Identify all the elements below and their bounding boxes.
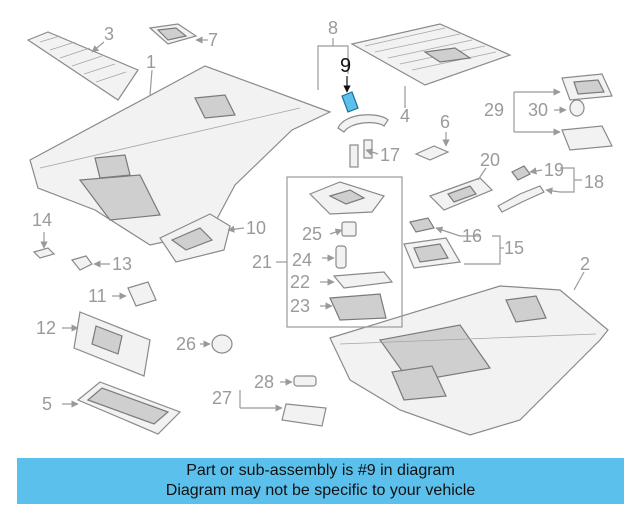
part-1-headliner — [29, 65, 332, 246]
callout-17: 17 — [380, 145, 400, 165]
part-29-lamp-assembly — [561, 73, 613, 151]
callout-29: 29 — [484, 100, 504, 120]
callout-30: 30 — [528, 100, 548, 120]
parts-diagram: 3 7 1 8 9 17 4 — [26, 18, 613, 436]
part-25-switch — [341, 221, 357, 237]
callout-13: 13 — [112, 254, 132, 274]
part-21-group-box — [286, 176, 403, 328]
callout-8: 8 — [328, 18, 338, 38]
part-16-lamp — [403, 217, 461, 269]
part-23-cover — [329, 293, 387, 321]
part-11-holder — [127, 281, 157, 307]
callout-20: 20 — [480, 150, 500, 170]
callout-5: 5 — [42, 394, 52, 414]
callout-18: 18 — [584, 172, 604, 192]
part-2-headliner — [329, 285, 609, 436]
part-24-bulb — [335, 245, 347, 269]
callout-11: 11 — [88, 286, 107, 306]
part-6-lens — [414, 145, 450, 161]
part-28-bulb — [293, 375, 317, 387]
callout-12: 12 — [36, 318, 56, 338]
part-19-connector — [497, 165, 545, 213]
part-7-trim — [148, 23, 198, 45]
callout-9: 9 — [340, 55, 351, 77]
part-12-sun-visor — [73, 311, 151, 377]
callout-27: 27 — [212, 388, 232, 408]
callout-14: 14 — [32, 210, 52, 230]
part-13-clip — [70, 255, 93, 271]
callout-26: 26 — [176, 334, 196, 354]
part-20-lamp-housing — [428, 177, 494, 211]
banner-line-1: Part or sub-assembly is #9 in diagram — [186, 462, 455, 479]
part-5-mirror — [76, 381, 182, 435]
callout-28: 28 — [254, 372, 274, 392]
part-14-clip — [32, 247, 56, 259]
part-3-panel — [26, 31, 139, 101]
callout-22: 22 — [290, 272, 310, 292]
callout-7: 7 — [208, 30, 218, 50]
part-4-roof-panel — [350, 23, 512, 86]
callout-3: 3 — [104, 24, 114, 44]
callout-1: 1 — [146, 52, 156, 72]
part-30-bulb — [569, 99, 585, 117]
part-21-console — [308, 181, 385, 215]
part-22-lens — [332, 271, 394, 289]
callout-21: 21 — [252, 252, 272, 272]
part-10-console — [159, 213, 231, 263]
part-27-lamp — [281, 403, 327, 427]
info-banner: Part or sub-assembly is #9 in diagram Di… — [17, 458, 624, 504]
banner-line-2: Diagram may not be specific to your vehi… — [165, 482, 476, 499]
callout-2: 2 — [580, 254, 590, 274]
callout-10: 10 — [246, 218, 266, 238]
callout-24: 24 — [292, 250, 312, 270]
callout-4: 4 — [400, 106, 410, 126]
part-9-clip-highlighted — [341, 91, 359, 113]
part-26-grommet — [211, 334, 233, 354]
callout-15: 15 — [504, 238, 524, 258]
callout-16: 16 — [462, 226, 482, 246]
callout-19: 19 — [544, 160, 564, 180]
callout-6: 6 — [440, 112, 450, 132]
callout-23: 23 — [290, 296, 310, 316]
callout-25: 25 — [302, 224, 322, 244]
